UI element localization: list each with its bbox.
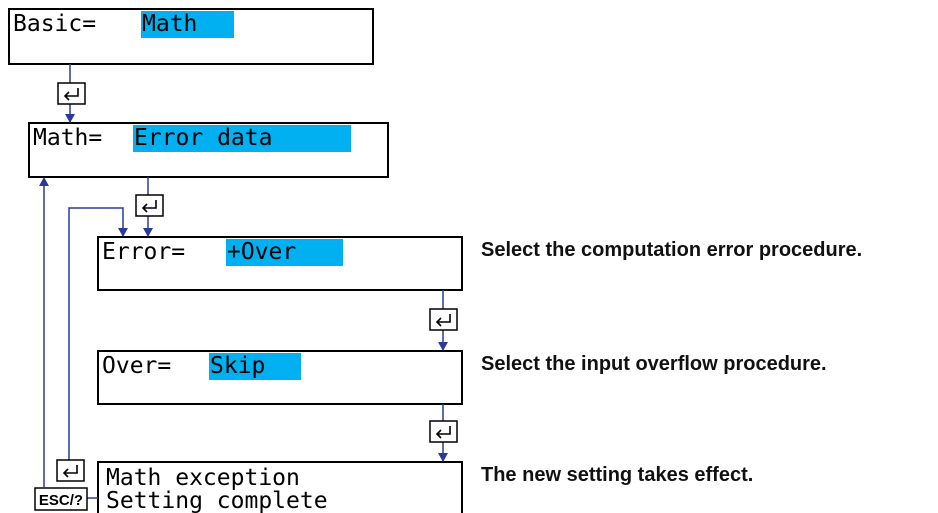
screen-complete-line1: Math exception: [106, 465, 300, 491]
highlight-error: [226, 239, 343, 266]
screen-error-prefix: Error=: [102, 239, 185, 265]
enter-key-icon: [429, 308, 458, 331]
description-error: Select the computation error procedure.: [481, 239, 862, 261]
screen-basic-value: Math: [142, 11, 197, 37]
esc-key-label: ESC/?: [39, 492, 83, 509]
screen-basic: Basic= Math: [8, 8, 374, 65]
description-complete: The new setting takes effect.: [481, 464, 753, 486]
screen-over: Over= Skip: [97, 350, 463, 405]
arrow-return-to-error: [68, 207, 128, 462]
enter-key-icon: [57, 82, 86, 105]
enter-key-icon: [56, 459, 85, 482]
highlight-over: [209, 353, 301, 380]
enter-key-icon: [135, 194, 164, 217]
screen-error: Error= +Over: [97, 236, 463, 291]
screen-complete-line2: Setting complete: [106, 488, 328, 513]
screen-math: Math= Error data: [28, 122, 389, 178]
screen-math-value: Error data: [134, 125, 272, 151]
highlight-basic: [141, 11, 234, 38]
screen-basic-prefix: Basic=: [13, 11, 96, 37]
screen-error-value: +Over: [227, 239, 296, 265]
screen-over-prefix: Over=: [102, 353, 171, 379]
screen-over-value: Skip: [210, 353, 265, 379]
description-over: Select the input overflow procedure.: [481, 353, 827, 375]
enter-key-icon: [429, 420, 458, 443]
highlight-math: [133, 125, 351, 152]
screen-complete: Math exception Setting complete: [97, 461, 463, 513]
esc-key: ESC/?: [34, 487, 88, 511]
screen-math-prefix: Math=: [33, 125, 102, 151]
